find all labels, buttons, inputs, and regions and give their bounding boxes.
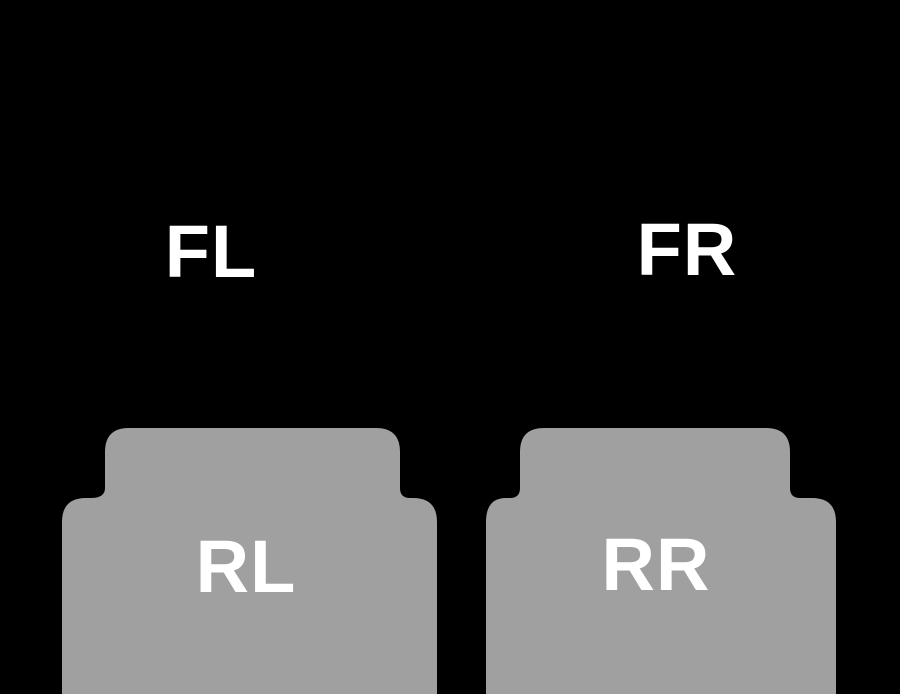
rear-right-mat-shape [486,428,836,694]
front-right-label: FR [636,208,738,291]
rear-left-mat-shape [62,428,437,694]
rear-left-label: RL [195,525,297,608]
rear-right-label: RR [601,523,711,606]
front-left-label: FL [164,210,258,293]
